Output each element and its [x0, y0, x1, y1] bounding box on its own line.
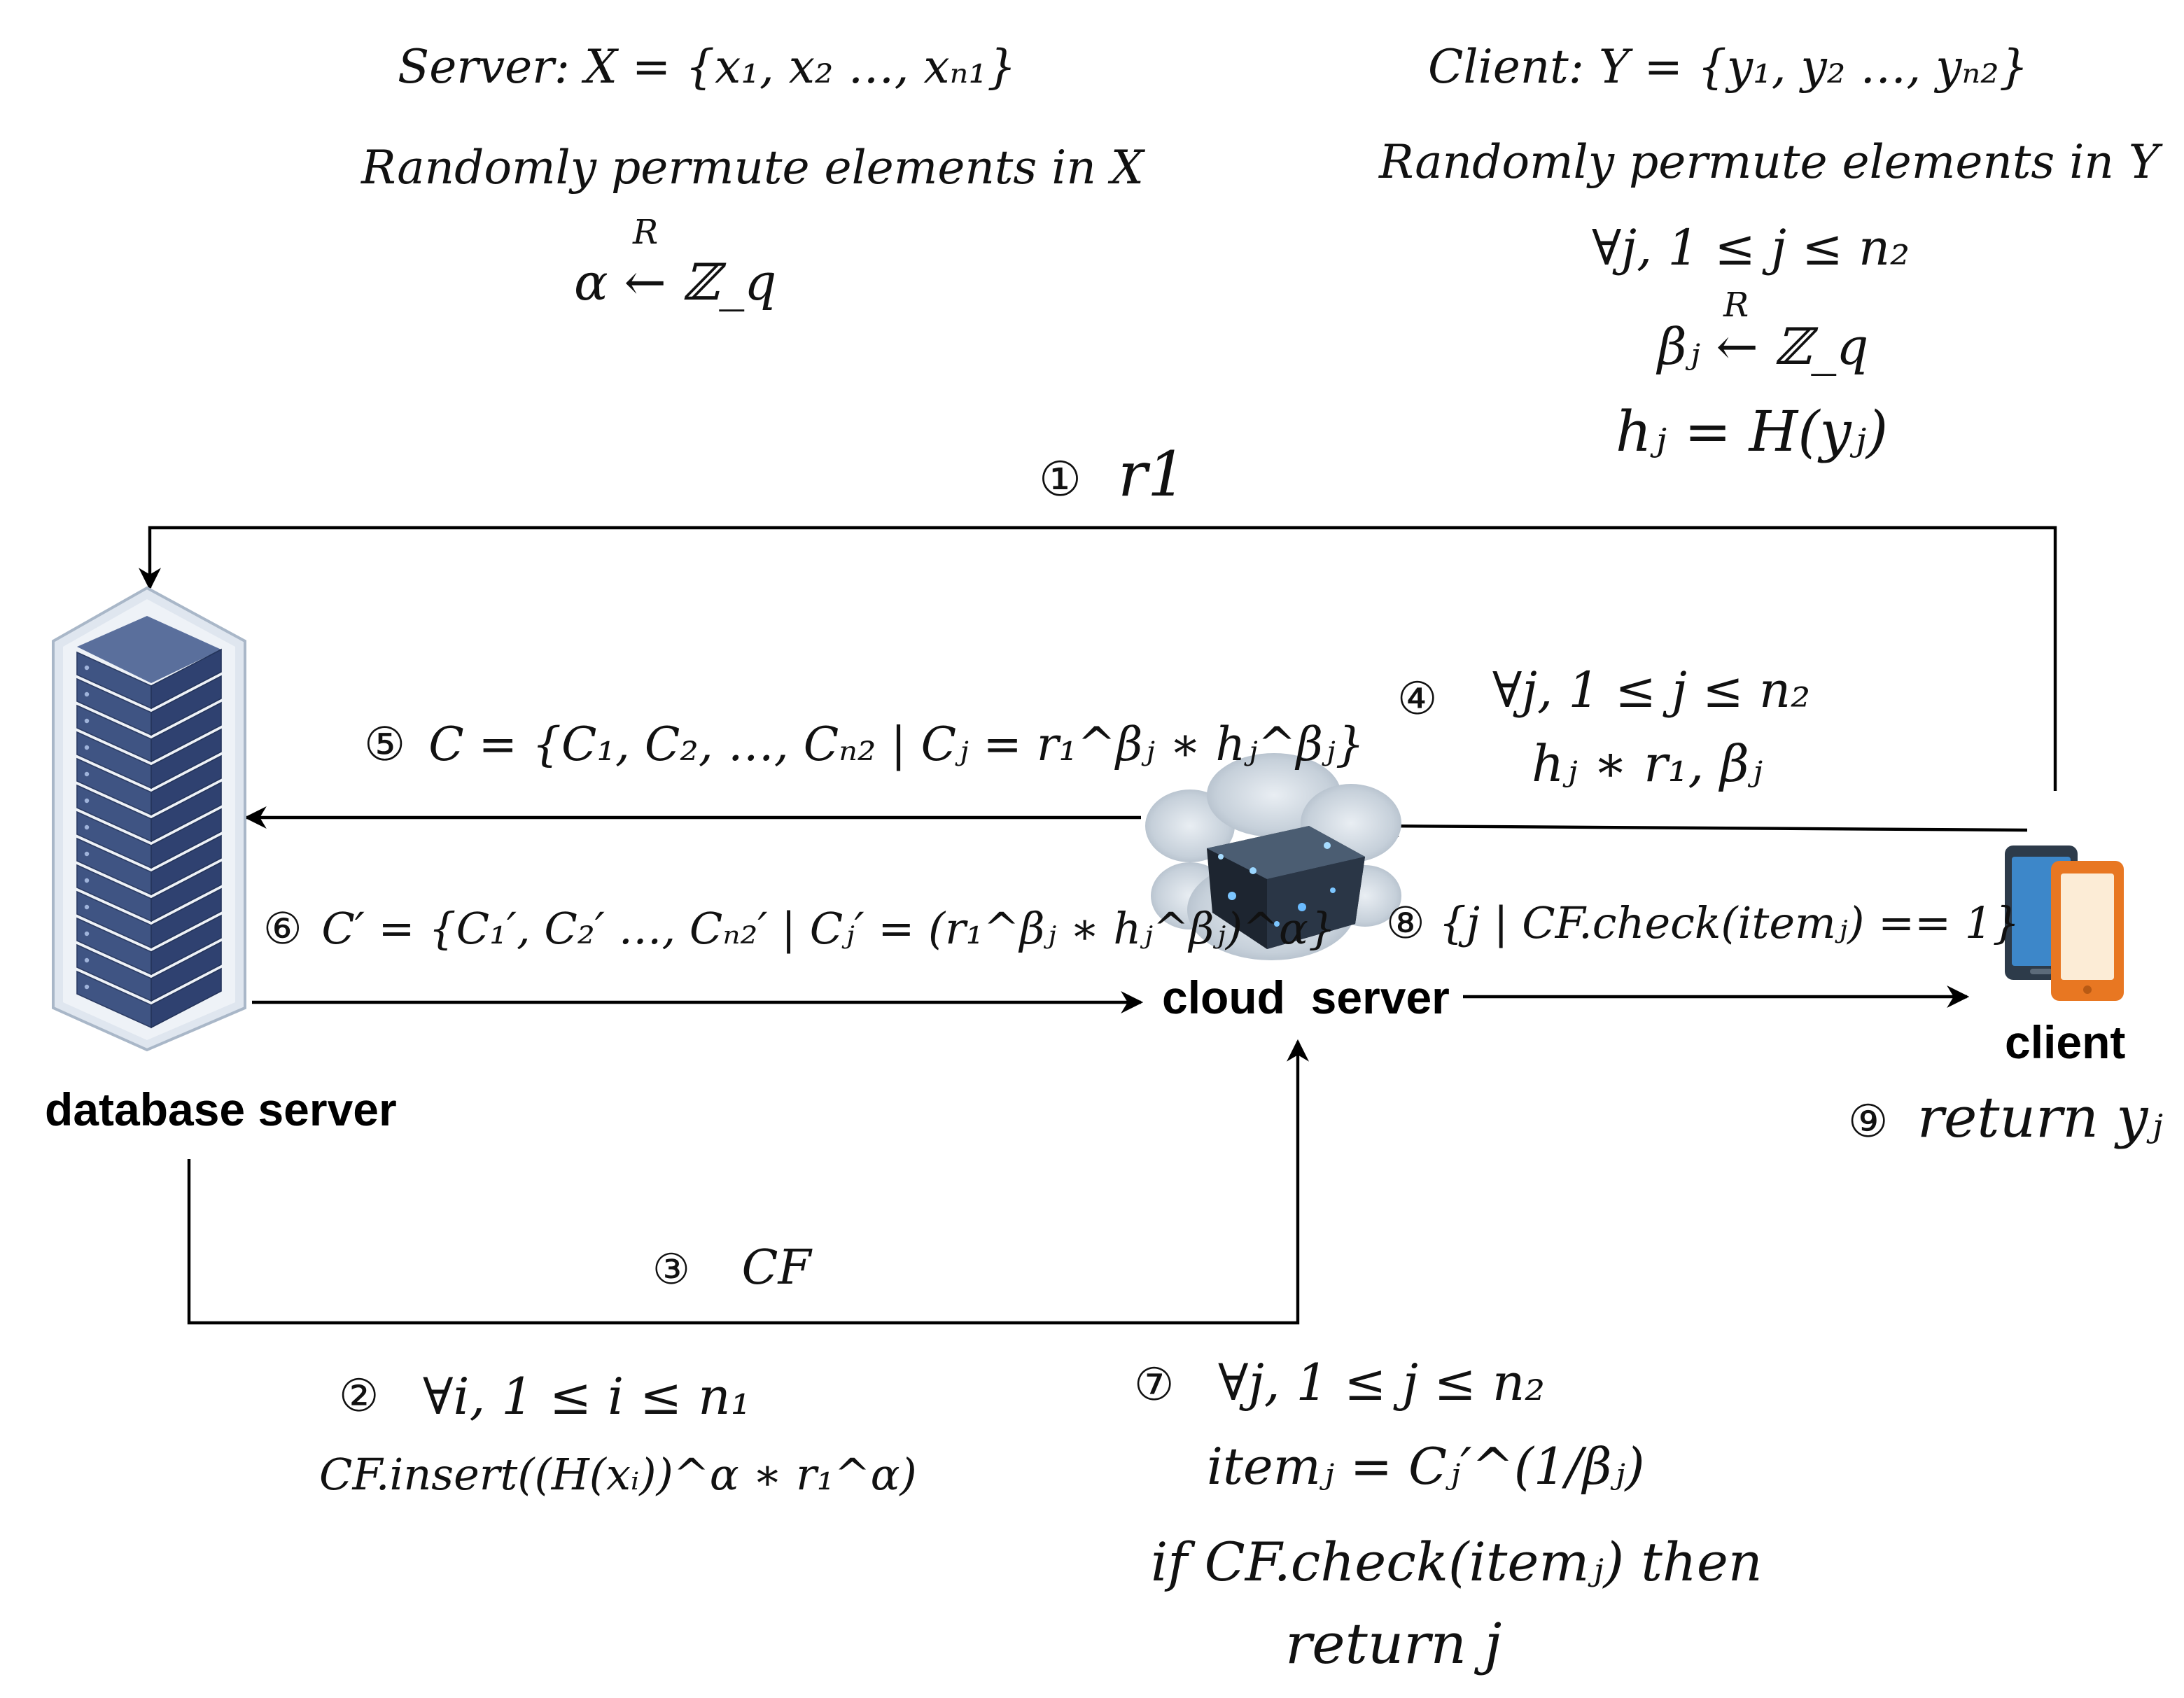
step8-label: ⑧ {j | CF.check(itemⱼ) == 1}	[1386, 899, 2020, 949]
rack-unit-side	[150, 728, 222, 790]
rack-led	[84, 931, 90, 936]
rack-led	[84, 957, 90, 963]
step7-number: ⑦	[1134, 1358, 1175, 1411]
rack-led	[84, 718, 90, 724]
step9-number: ⑨	[1848, 1095, 1889, 1148]
client-label: client	[2005, 1016, 2126, 1068]
step1-text: r1	[1117, 440, 1187, 511]
step9-label: ⑨ return yⱼ	[1848, 1086, 2163, 1151]
step1-label: ① r1	[1039, 440, 1186, 511]
rack-unit-side	[150, 834, 222, 896]
rack-unit-side	[150, 781, 222, 843]
server-set-text: Server: X = {x₁, x₂ …, xₙ₁}	[398, 39, 1016, 94]
rack-led	[84, 745, 90, 750]
rack-unit-side	[150, 914, 222, 976]
rack-unit-side	[150, 808, 222, 869]
step7-item: itemⱼ = Cⱼ′^(1/βⱼ)	[1207, 1439, 1645, 1496]
step6-label: ⑥ C′ = {C₁′, C₂′ …, Cₙ₂′ | Cⱼ′ = (r₁^βⱼ …	[263, 904, 1336, 955]
rack-top	[77, 616, 221, 683]
arrow-step4	[1376, 815, 2028, 838]
step4-forall: ∀j, 1 ≤ j ≤ n₂	[1492, 664, 1811, 720]
step5-label: ⑤ C = {C₁, C₂, …, Cₙ₂ | Cⱼ = r₁^βⱼ ∗ hⱼ^…	[364, 717, 1364, 771]
step3-label: ③ CF	[652, 1240, 811, 1296]
rack-led	[84, 665, 90, 671]
rack-unit-side	[150, 887, 222, 949]
step2-insert: CF.insert((H(xᵢ))^α ∗ r₁^α)	[319, 1450, 917, 1501]
step6-number: ⑥	[263, 904, 302, 955]
step1-number: ①	[1039, 452, 1082, 508]
server-permute-text: Randomly permute elements in X	[361, 140, 1144, 195]
step7-forall: ∀j, 1 ≤ j ≤ n₂	[1218, 1355, 1546, 1412]
client-forall: ∀j, 1 ≤ j ≤ n₂	[1592, 221, 1910, 277]
arrow-step3-cf	[187, 1039, 1309, 1325]
rack-led	[84, 798, 90, 804]
server-alpha-r: R	[633, 213, 659, 252]
cloud-server-label: cloud server	[1162, 971, 1450, 1023]
client-devices-icon	[2005, 846, 2124, 1001]
client-beta-sample: βⱼ ← ℤ_q	[1658, 319, 1869, 377]
rack-unit-side	[150, 648, 222, 710]
client-set-definition: Client: Y = {y₁, y₂ …, yₙ₂}	[1428, 39, 2029, 94]
server-set-definition: Server: X = {x₁, x₂ …, xₙ₁}	[398, 39, 1016, 94]
step4-message: hⱼ ∗ r₁, βⱼ	[1532, 736, 1763, 794]
cloud-server-icon	[1145, 753, 1401, 960]
rack-led	[84, 851, 90, 857]
client-hash: hⱼ = H(yⱼ)	[1616, 400, 1889, 465]
rack-led	[84, 825, 90, 830]
step5-text: C = {C₁, C₂, …, Cₙ₂ | Cⱼ = r₁^βⱼ ∗ hⱼ^βⱼ…	[428, 717, 1365, 771]
step2-number: ②	[339, 1369, 379, 1422]
step3-number: ③	[652, 1246, 690, 1295]
step5-number: ⑤	[364, 717, 406, 771]
step8-number: ⑧	[1386, 899, 1425, 949]
client-permute-text: Randomly permute elements in Y	[1379, 134, 2160, 189]
step6-text: C′ = {C₁′, C₂′ …, Cₙ₂′ | Cⱼ′ = (r₁^βⱼ ∗ …	[321, 904, 1336, 955]
database-server-icon	[52, 586, 246, 1052]
server-alpha-sample: α ← ℤ_q	[574, 255, 777, 312]
step7-return: return j	[1285, 1613, 1502, 1677]
step8-text: {j | CF.check(itemⱼ) == 1}	[1438, 899, 2020, 949]
step3-text: CF	[741, 1240, 811, 1296]
rack-led	[84, 878, 90, 883]
database-server-label: database server	[45, 1083, 397, 1135]
step7-check: if CF.check(itemⱼ) then	[1151, 1531, 1763, 1593]
rack-unit-side	[150, 701, 222, 763]
rack-led	[84, 771, 90, 777]
arrow-step1-r1	[139, 526, 2057, 791]
rack-unit-side	[150, 755, 222, 816]
step2-forall: ∀i, 1 ≤ i ≤ n₁	[423, 1369, 751, 1426]
rack-unit-side	[150, 941, 222, 1002]
rack-led	[84, 984, 90, 990]
client-beta-r: R	[1723, 286, 1749, 325]
rack-unit-side	[150, 675, 222, 736]
rack-led	[84, 904, 90, 910]
step4-number: ④	[1397, 672, 1438, 725]
rack-led	[84, 692, 90, 697]
rack-unit-side	[150, 967, 222, 1029]
rack-unit-side	[150, 861, 222, 922]
step9-text: return yⱼ	[1917, 1086, 2163, 1151]
